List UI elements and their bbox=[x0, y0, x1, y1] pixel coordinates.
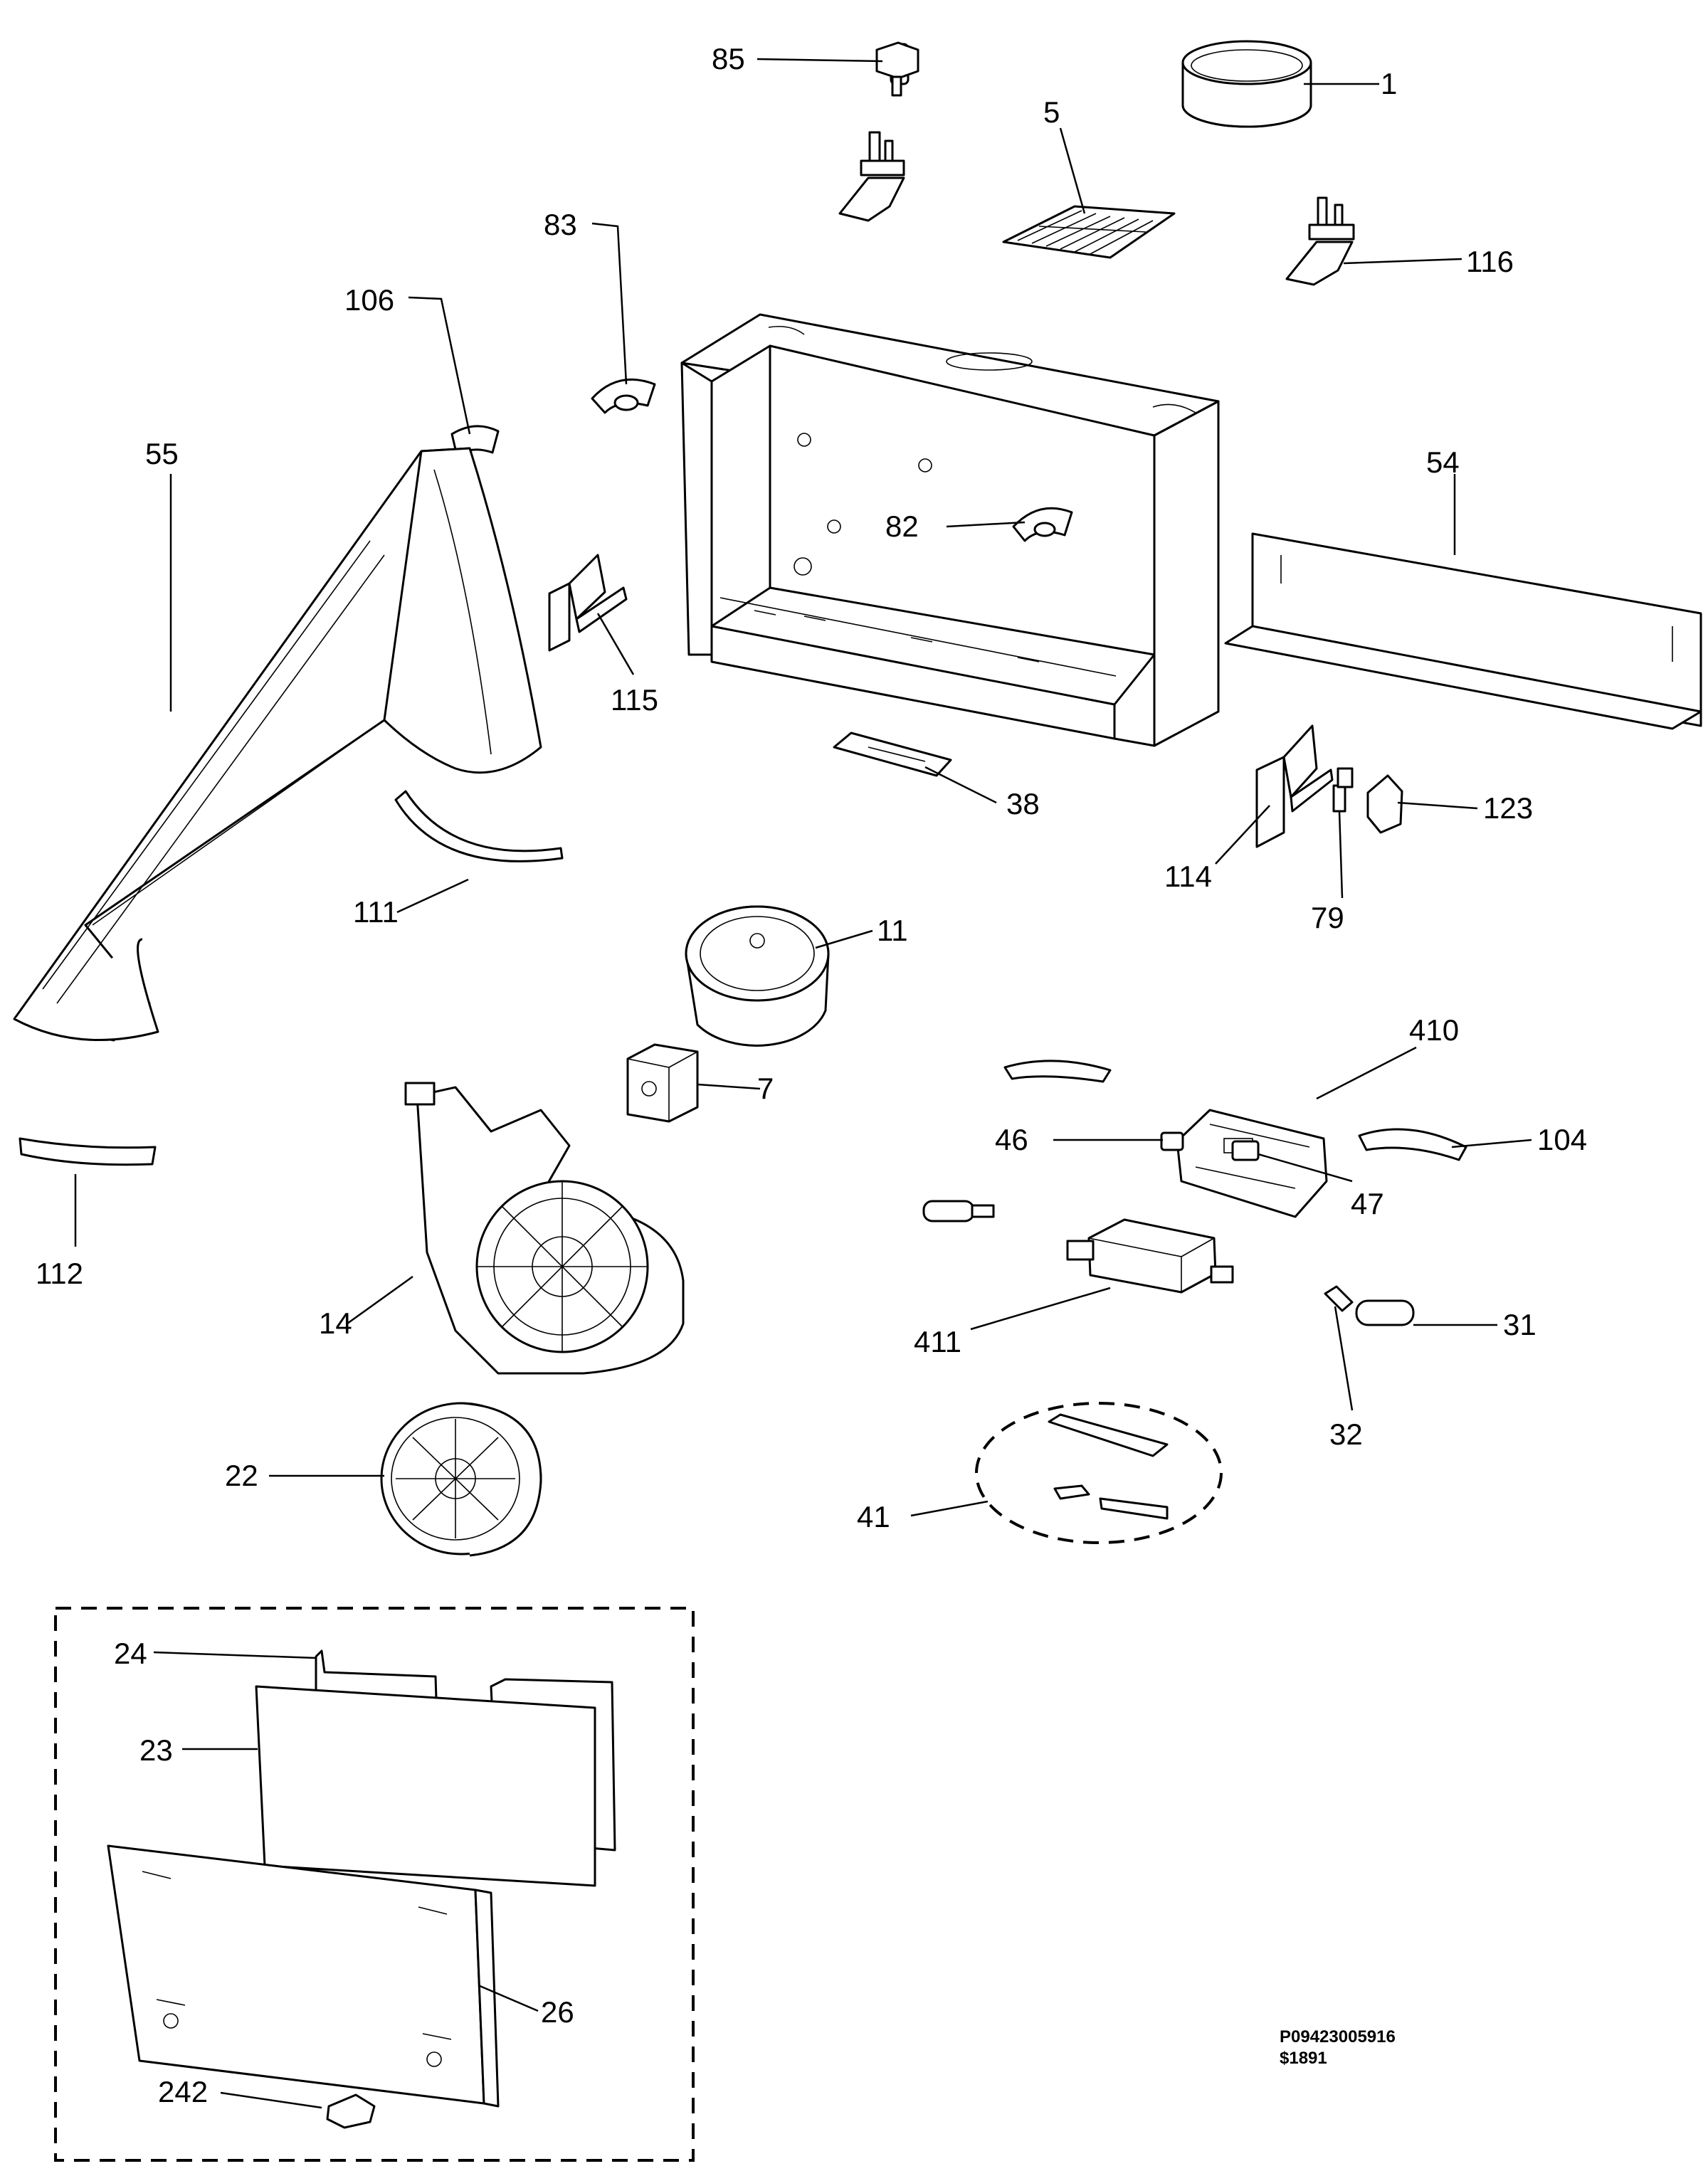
part-82-drawing bbox=[1012, 507, 1073, 542]
callout-11: 11 bbox=[877, 914, 908, 947]
part-1-drawing bbox=[1181, 40, 1312, 128]
part-11-drawing bbox=[685, 905, 830, 1047]
callout-82: 82 bbox=[885, 509, 919, 543]
callout-114: 114 bbox=[1164, 860, 1212, 893]
callout-410: 410 bbox=[1409, 1013, 1459, 1047]
part-38-drawing bbox=[833, 732, 952, 777]
callout-123: 123 bbox=[1483, 791, 1533, 825]
callout-106: 106 bbox=[344, 283, 394, 317]
mount-bracket-drawing bbox=[838, 131, 905, 222]
callout-116: 116 bbox=[1466, 245, 1514, 278]
part-22-drawing bbox=[380, 1402, 542, 1557]
part-7-drawing bbox=[626, 1043, 699, 1123]
callout-242: 242 bbox=[158, 2075, 208, 2108]
callout-112: 112 bbox=[36, 1257, 83, 1290]
filter-kit-group bbox=[54, 1607, 695, 2162]
part-123-drawing bbox=[1366, 774, 1403, 834]
callout-23: 23 bbox=[139, 1733, 173, 1767]
callout-24: 24 bbox=[114, 1637, 147, 1670]
callout-83: 83 bbox=[544, 208, 577, 241]
lamp-tube-drawing bbox=[922, 1200, 995, 1222]
part-410-drawing bbox=[1176, 1109, 1328, 1218]
part-41-group bbox=[975, 1402, 1223, 1544]
part-5-drawing bbox=[1002, 205, 1176, 259]
callout-411: 411 bbox=[914, 1325, 961, 1358]
part-14-drawing bbox=[404, 1082, 685, 1375]
revision-code: $1891 bbox=[1280, 2049, 1327, 2068]
callout-32: 32 bbox=[1329, 1417, 1363, 1451]
part-46-drawing bbox=[1160, 1131, 1184, 1151]
leader-lines bbox=[74, 58, 1532, 2109]
part-111-drawing bbox=[394, 790, 564, 862]
callout-22: 22 bbox=[225, 1459, 258, 1492]
part-114-drawing bbox=[1255, 724, 1334, 848]
callout-38: 38 bbox=[1006, 787, 1040, 820]
callout-55: 55 bbox=[145, 437, 179, 470]
callout-111: 111 bbox=[353, 895, 399, 929]
main-housing-drawing bbox=[680, 313, 1220, 747]
callout-41: 41 bbox=[857, 1500, 890, 1533]
part-79-drawing bbox=[1332, 767, 1354, 813]
part-115-drawing bbox=[548, 554, 628, 652]
part-112-drawing bbox=[19, 1137, 157, 1166]
callout-104: 104 bbox=[1537, 1123, 1587, 1156]
lamp-cover-drawing bbox=[1003, 1060, 1112, 1083]
part-116-drawing bbox=[1285, 196, 1355, 286]
part-55-drawing bbox=[13, 447, 542, 1042]
part-47-drawing bbox=[1231, 1140, 1260, 1161]
callout-26: 26 bbox=[541, 1995, 574, 2029]
callout-labels: 85 1 5 83 116 106 55 54 82 115 38 123 11… bbox=[36, 42, 1587, 2108]
callout-85: 85 bbox=[712, 42, 745, 75]
part-54-drawing bbox=[1224, 532, 1702, 730]
callout-79: 79 bbox=[1311, 901, 1344, 934]
part-104-drawing bbox=[1358, 1128, 1467, 1161]
callout-54: 54 bbox=[1426, 445, 1460, 479]
part-83-drawing bbox=[591, 378, 656, 414]
callout-5: 5 bbox=[1043, 95, 1060, 129]
callout-14: 14 bbox=[319, 1306, 352, 1340]
callout-31: 31 bbox=[1503, 1308, 1536, 1341]
callout-7: 7 bbox=[757, 1072, 774, 1105]
callout-46: 46 bbox=[995, 1123, 1028, 1156]
callout-47: 47 bbox=[1351, 1187, 1384, 1220]
drawing-code: P09423005916 bbox=[1280, 2027, 1396, 2046]
callout-1: 1 bbox=[1381, 67, 1397, 100]
part-411-drawing bbox=[1066, 1218, 1234, 1294]
callout-115: 115 bbox=[611, 683, 658, 717]
part-85-drawing bbox=[875, 41, 919, 97]
part-31-32-drawing bbox=[1324, 1285, 1415, 1326]
